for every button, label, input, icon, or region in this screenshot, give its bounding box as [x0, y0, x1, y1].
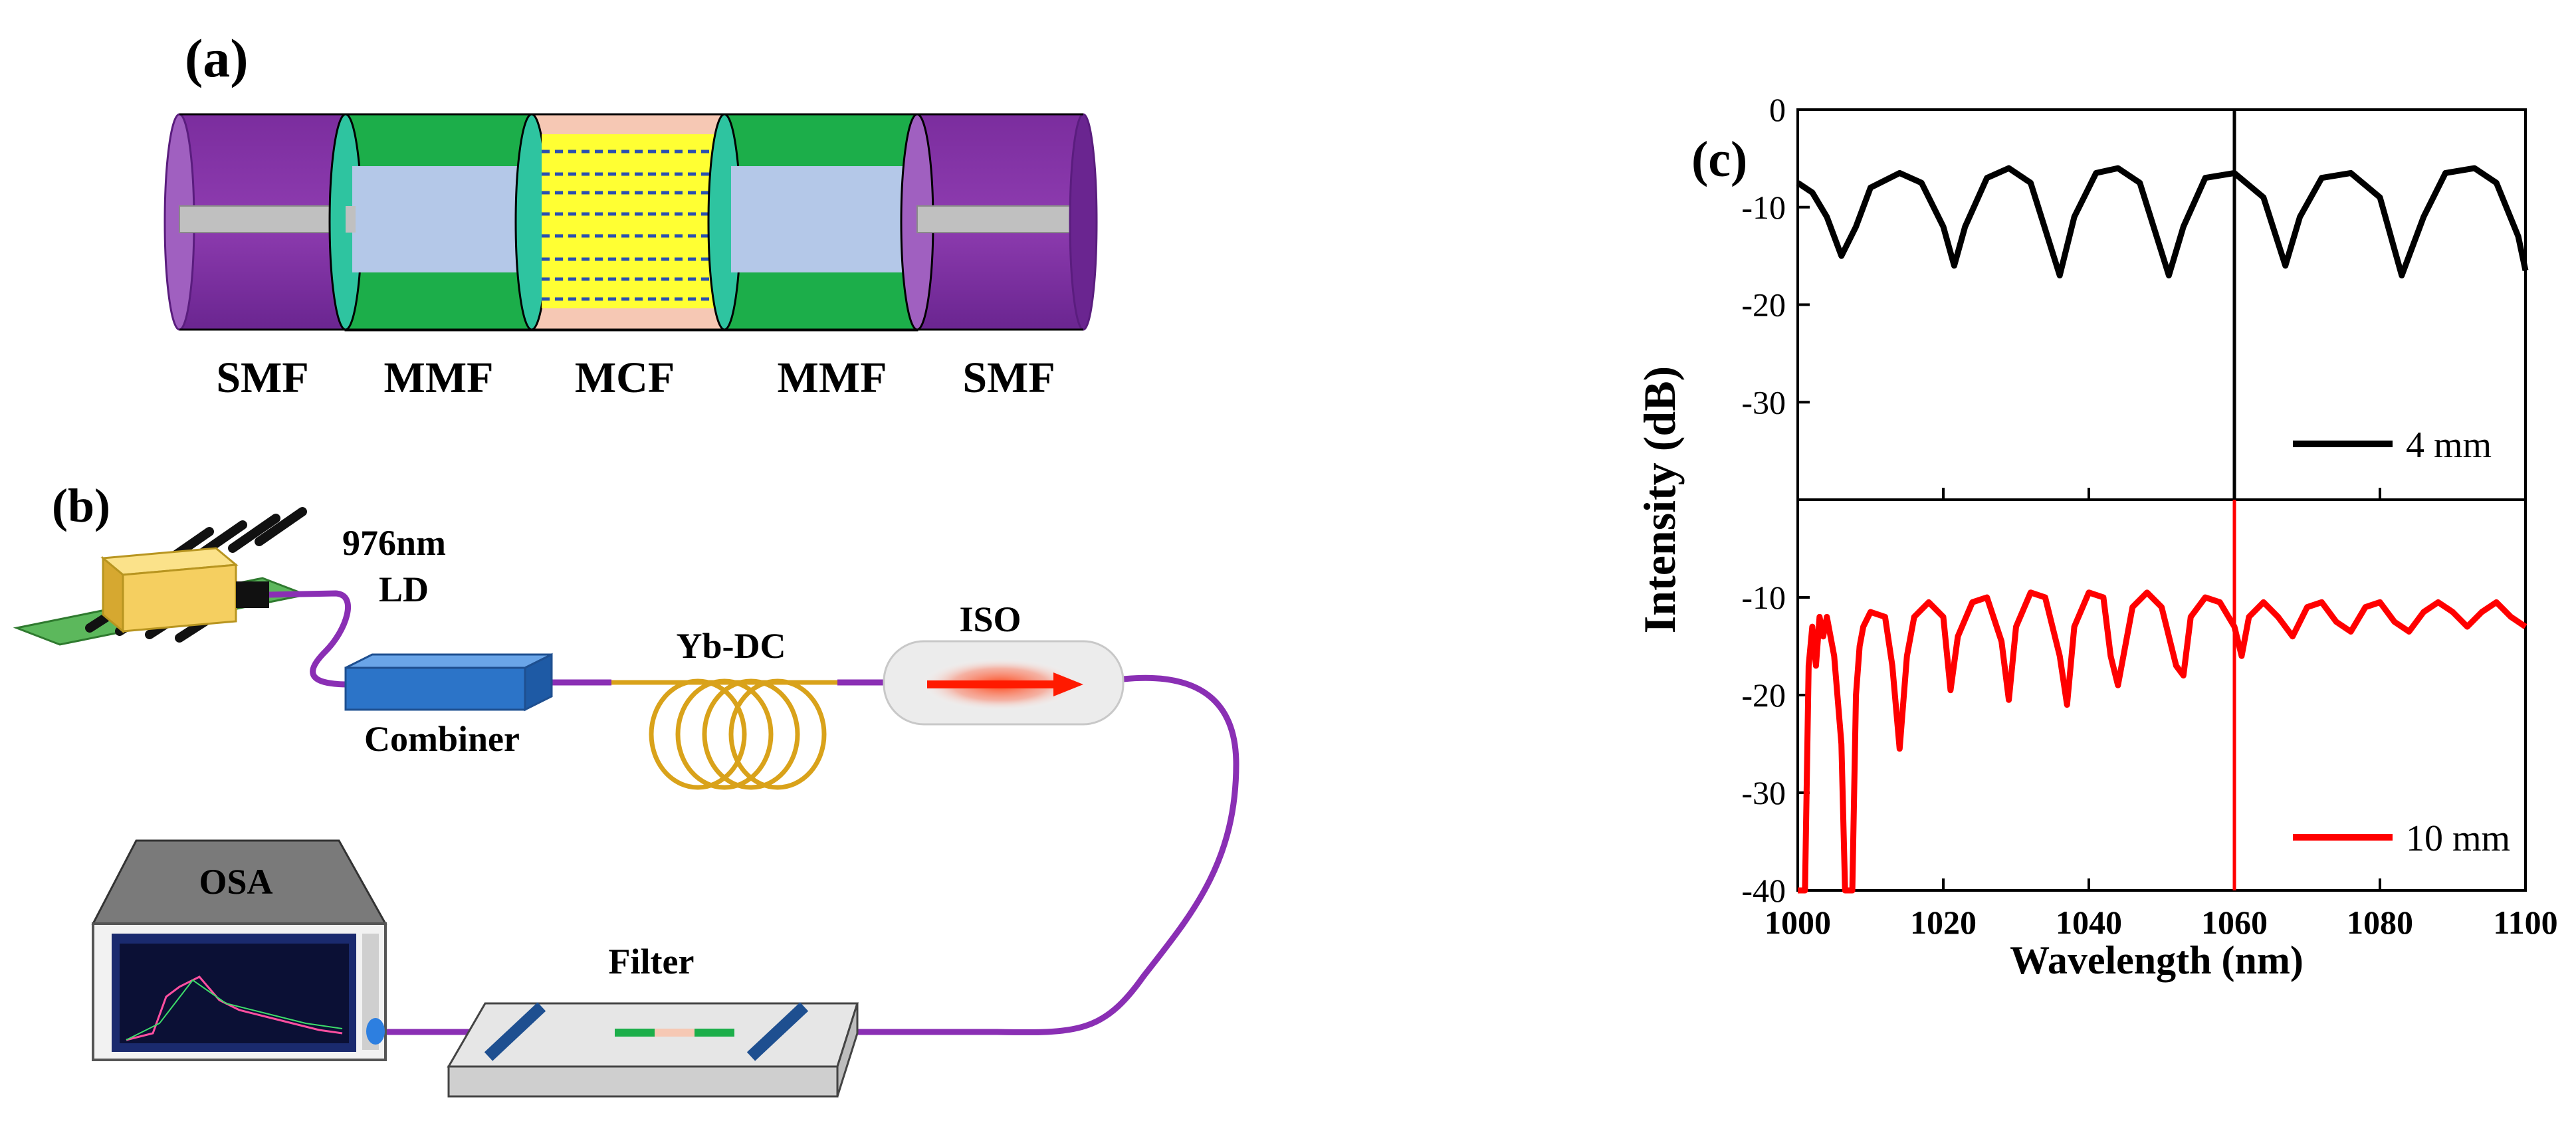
mmf-right-segment [707, 113, 918, 332]
y-axis-label: Intensity (dB) [1634, 366, 1685, 633]
mmf-left-segment [328, 113, 533, 332]
segment-label-smf-right: SMF [962, 354, 1055, 402]
legend-label-top: 4 mm [2406, 425, 2492, 466]
segment-label-mmf-left: MMF [384, 354, 494, 402]
ld-label-line1: 976nm [342, 523, 446, 563]
panel-c-label: (c) [1691, 132, 1747, 187]
x-tick-label-bottom: 1060 [2201, 904, 2268, 941]
ybdc-label: Yb-DC [676, 626, 786, 666]
x-tick-label-bottom: 1020 [1910, 904, 1977, 941]
x-tick-label-bottom: 1000 [1765, 904, 1831, 941]
segment-label-mcf: MCF [575, 354, 675, 402]
panel-c: (c) Intensity (dB) Wavelength (nm) 0 -10 -… [1634, 91, 2558, 982]
y-tick-label-bottom: -30 [1741, 774, 1786, 811]
osa-label: OSA [199, 862, 272, 902]
osa-icon [91, 839, 387, 1061]
ld-label-line2: LD [379, 569, 429, 609]
x-axis-label: Wavelength (nm) [2010, 938, 2304, 982]
iso-label: ISO [959, 599, 1021, 639]
y-tick-label-bottom: -10 [1741, 579, 1786, 616]
legend-label-bottom: 10 mm [2406, 818, 2510, 859]
combiner-label: Combiner [364, 719, 520, 759]
combiner-icon [344, 653, 553, 712]
filter-label: Filter [609, 942, 695, 981]
panel-a-label: (a) [185, 28, 249, 88]
smf-right-segment [900, 113, 1098, 331]
y-tick-label-top: 0 [1769, 91, 1786, 128]
panel-b: (b) 976nm LD [13, 479, 1239, 1098]
y-tick-label-top: -30 [1741, 383, 1786, 421]
mcf-segment [514, 113, 726, 332]
y-tick-label-top: -20 [1741, 286, 1786, 324]
series-line-bottom [1798, 589, 2527, 894]
x-tick-label-bottom: 1040 [2056, 904, 2122, 941]
isolator-icon [883, 640, 1125, 726]
y-tick-label-top: -10 [1741, 189, 1786, 226]
filter-icon [447, 1002, 859, 1098]
segment-label-mmf-right: MMF [778, 354, 887, 402]
y-tick-label-bottom: -20 [1741, 676, 1786, 714]
panel-a: (a) [163, 28, 1098, 402]
x-tick-label-bottom: 1080 [2347, 904, 2413, 941]
y-tick-label-bottom: -40 [1741, 872, 1786, 909]
smf-left-segment [163, 113, 346, 331]
x-tick-label-bottom: 1100 [2493, 904, 2557, 941]
segment-label-smf-left: SMF [216, 354, 308, 402]
panel-b-label: (b) [52, 479, 110, 532]
gain-fiber-coil-icon [611, 678, 837, 790]
series-line-top [1796, 165, 2529, 278]
laser-diode-icon [13, 507, 310, 646]
